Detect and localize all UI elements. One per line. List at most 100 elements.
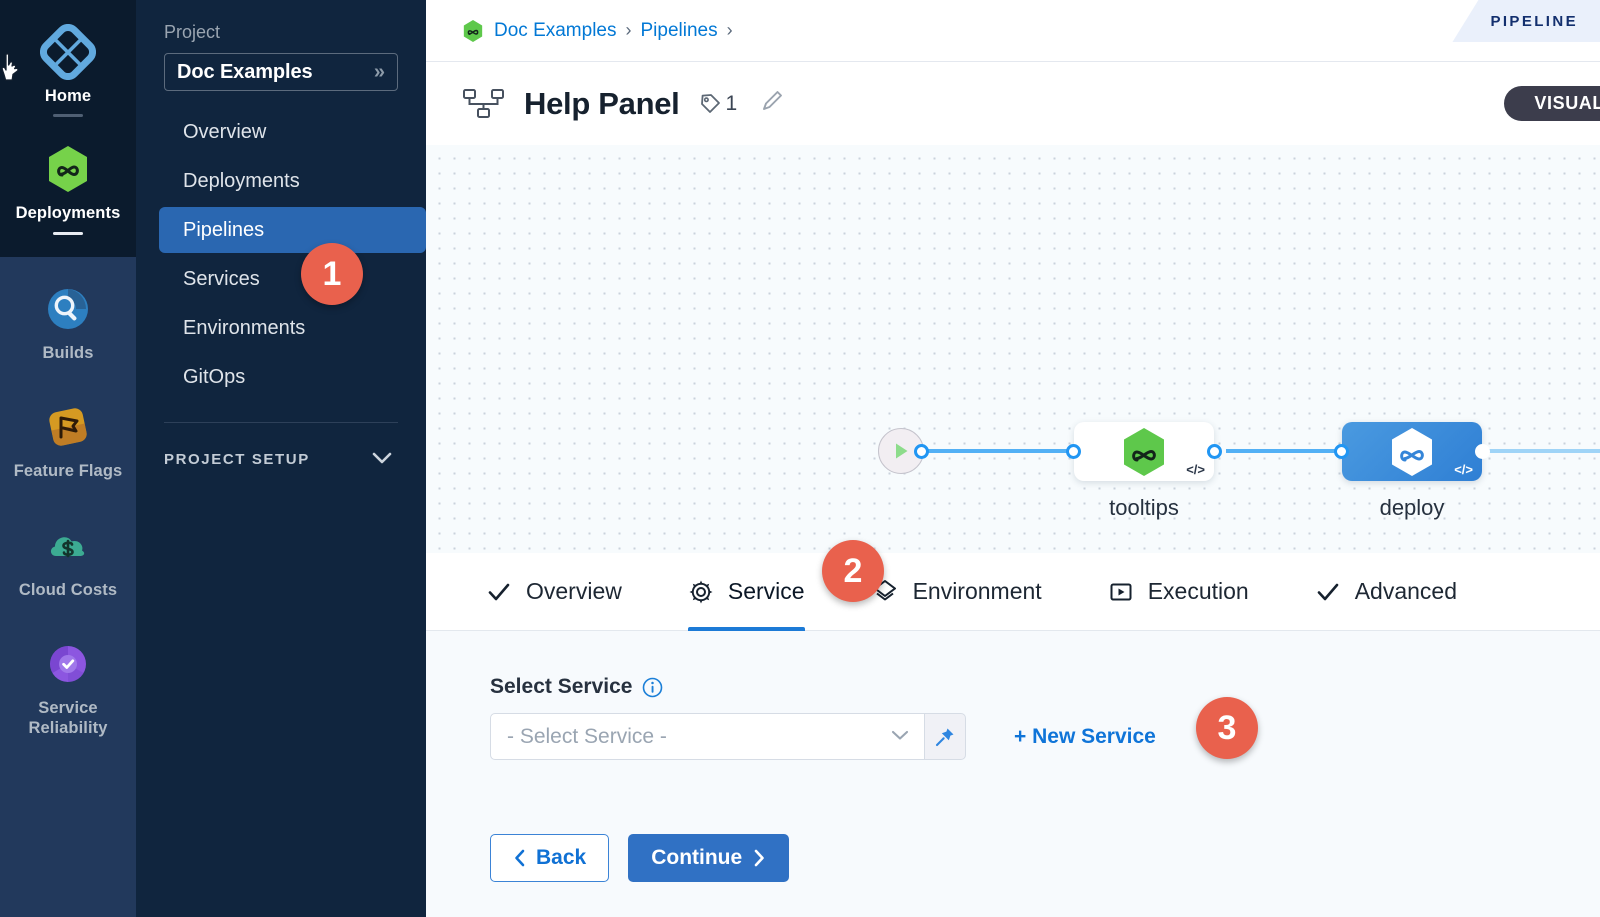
tag-icon bbox=[700, 93, 720, 113]
pipeline-title-bar: Help Panel 1 VISUAL bbox=[426, 62, 1600, 145]
module-rail-label: Feature Flags bbox=[13, 462, 123, 481]
select-service-label: Select Service bbox=[490, 675, 633, 698]
service-reliability-icon bbox=[40, 636, 96, 692]
module-rail-underline bbox=[53, 114, 83, 118]
breadcrumb-link-project[interactable]: Doc Examples bbox=[494, 19, 617, 41]
annotation-badge-3: 3 bbox=[1196, 697, 1258, 759]
tab-label: Overview bbox=[526, 578, 622, 604]
module-rail-label: Home bbox=[44, 87, 92, 105]
sidebar-item-label: Deployments bbox=[183, 169, 300, 192]
chevron-left-icon bbox=[513, 849, 526, 867]
module-rail: Home Deployments bbox=[0, 0, 136, 917]
breadcrumb-separator: › bbox=[625, 20, 632, 40]
module-rail-item-service-reliability[interactable]: Service Reliability bbox=[0, 608, 136, 746]
chevron-double-right-icon: » bbox=[373, 61, 385, 83]
tab-service[interactable]: Service bbox=[687, 553, 805, 631]
service-select-value: - Select Service - bbox=[507, 724, 667, 748]
back-button-label: Back bbox=[536, 846, 587, 869]
pipeline-ribbon-label: PIPELINE bbox=[1490, 12, 1578, 30]
harness-green-hexagon-icon bbox=[463, 19, 483, 42]
pipeline-stage-tooltips[interactable]: </> bbox=[1074, 422, 1214, 481]
view-mode-label: VISUAL bbox=[1534, 93, 1600, 113]
deployments-hexagon-icon bbox=[40, 141, 96, 197]
tab-label: Advanced bbox=[1354, 578, 1458, 604]
stage-config-tabs: Overview Service bbox=[426, 553, 1600, 631]
home-diamond-icon bbox=[40, 24, 96, 80]
sidebar-item-deployments[interactable]: Deployments bbox=[159, 158, 426, 204]
sidebar-nav-list: Overview Deployments Pipelines Services … bbox=[136, 109, 426, 400]
breadcrumb-link-pipelines[interactable]: Pipelines bbox=[640, 19, 718, 41]
tab-environment[interactable]: Environment bbox=[871, 553, 1042, 631]
pin-icon bbox=[935, 728, 954, 746]
check-icon bbox=[486, 579, 512, 605]
project-selector[interactable]: Doc Examples » bbox=[164, 53, 398, 91]
breadcrumb: Doc Examples › Pipelines › PIPELINE bbox=[426, 0, 1600, 62]
tag-badge[interactable]: 1 bbox=[698, 91, 738, 116]
sidebar-item-overview[interactable]: Overview bbox=[159, 109, 426, 155]
continue-button[interactable]: Continue bbox=[628, 834, 790, 882]
pin-button[interactable] bbox=[925, 713, 966, 760]
back-button[interactable]: Back bbox=[490, 834, 610, 882]
tab-label: Service bbox=[727, 578, 805, 604]
module-rail-label: Cloud Costs bbox=[18, 580, 118, 599]
new-service-button[interactable]: + New Service bbox=[1014, 725, 1156, 748]
play-icon bbox=[896, 443, 908, 459]
module-rail-item-feature-flags[interactable]: Feature Flags bbox=[0, 371, 136, 489]
pencil-icon[interactable] bbox=[759, 88, 785, 119]
add-stage-label: Add Stage bbox=[1579, 495, 1600, 521]
tag-count: 1 bbox=[725, 91, 738, 115]
module-rail-label: Service Reliability bbox=[28, 699, 108, 737]
project-sidebar: Project Doc Examples » Overview Deployme… bbox=[136, 0, 426, 917]
project-name: Doc Examples bbox=[177, 60, 313, 83]
module-rail-item-builds[interactable]: Builds bbox=[0, 257, 136, 371]
sidebar-item-label: Pipelines bbox=[183, 218, 265, 241]
breadcrumb-separator: › bbox=[726, 20, 733, 40]
annotation-badge-1: 1 bbox=[301, 243, 363, 305]
builds-icon bbox=[40, 281, 96, 337]
tab-advanced[interactable]: Advanced bbox=[1315, 553, 1457, 631]
tab-overview[interactable]: Overview bbox=[486, 553, 622, 631]
pipeline-graph-icon bbox=[463, 88, 504, 118]
stage-code-badge: </> bbox=[1454, 462, 1473, 477]
harness-green-hexagon-icon bbox=[1124, 427, 1164, 476]
sidebar-item-label: Services bbox=[183, 267, 260, 290]
annotation-number: 1 bbox=[322, 254, 342, 293]
module-rail-label: Builds bbox=[42, 343, 94, 362]
sidebar-item-services[interactable]: Services bbox=[159, 256, 426, 302]
pipeline-connector bbox=[1226, 449, 1366, 453]
annotation-number: 3 bbox=[1217, 708, 1237, 747]
pipeline-connector-dot bbox=[1334, 444, 1349, 459]
info-icon[interactable] bbox=[642, 677, 663, 698]
module-rail-item-home[interactable]: Home bbox=[0, 8, 136, 125]
pipeline-stage-deploy[interactable]: </> bbox=[1342, 422, 1482, 481]
view-mode-toggle-visual[interactable]: VISUAL bbox=[1504, 86, 1600, 121]
tab-label: Environment bbox=[912, 578, 1042, 604]
pipeline-connector-dot bbox=[1475, 444, 1490, 459]
tab-execution[interactable]: Execution bbox=[1108, 553, 1249, 631]
sidebar-item-environments[interactable]: Environments bbox=[159, 305, 426, 351]
check-icon bbox=[1315, 579, 1341, 605]
module-rail-primary-group: Home Deployments bbox=[0, 0, 136, 257]
service-form: Select Service - Select Service - bbox=[426, 631, 1600, 917]
module-rail-underline bbox=[53, 231, 83, 235]
annotation-number: 2 bbox=[843, 551, 863, 590]
pipeline-canvas[interactable]: </> tooltips </> deploy + Add Stage bbox=[426, 145, 1600, 553]
module-rail-item-cloud-costs[interactable]: Cloud Costs bbox=[0, 490, 136, 608]
pipeline-connector bbox=[1486, 449, 1600, 453]
continue-button-label: Continue bbox=[651, 846, 743, 869]
sidebar-divider bbox=[164, 422, 398, 423]
sidebar-project-setup-label: PROJECT SETUP bbox=[164, 450, 310, 468]
cloud-costs-icon bbox=[40, 518, 96, 574]
sidebar-item-gitops[interactable]: GitOps bbox=[159, 354, 426, 400]
service-select-input[interactable]: - Select Service - bbox=[490, 713, 925, 760]
harness-white-hexagon-icon bbox=[1392, 427, 1432, 476]
module-rail-item-deployments[interactable]: Deployments bbox=[0, 125, 136, 242]
pipeline-connector-dot bbox=[1207, 444, 1222, 459]
sidebar-item-label: Environments bbox=[183, 316, 306, 339]
sidebar-project-setup[interactable]: PROJECT SETUP bbox=[136, 437, 426, 481]
page-title: Help Panel bbox=[524, 85, 680, 121]
pipeline-stage-label: deploy bbox=[1379, 495, 1445, 520]
sidebar-item-pipelines[interactable]: Pipelines bbox=[159, 207, 426, 253]
chevron-down-icon bbox=[372, 451, 392, 468]
service-select-row: - Select Service - + New Service bbox=[490, 713, 1600, 760]
